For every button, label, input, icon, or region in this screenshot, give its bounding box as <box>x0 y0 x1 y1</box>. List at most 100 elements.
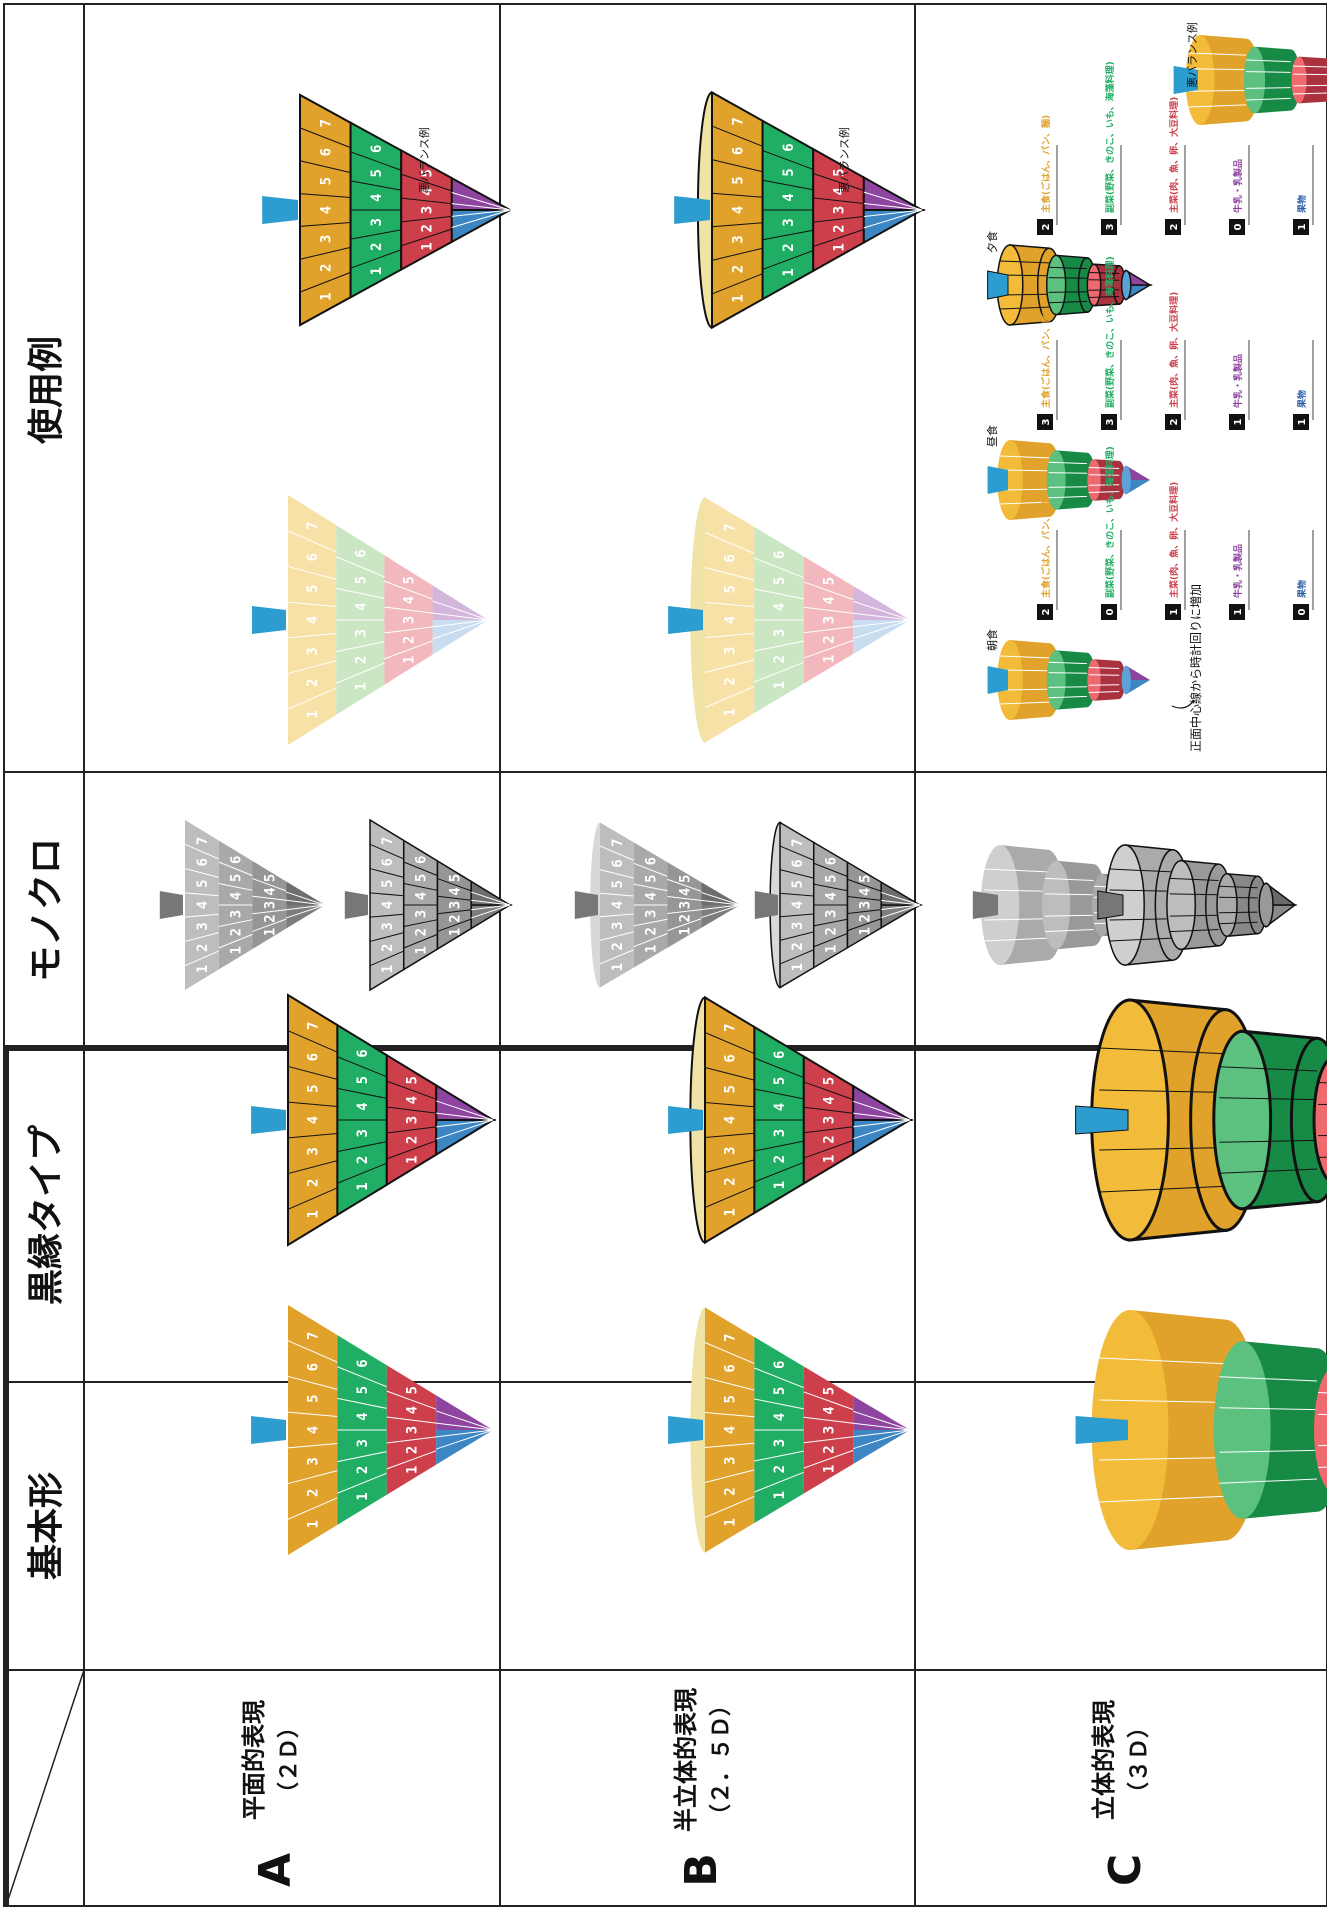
number-label: 5 <box>677 875 693 883</box>
number-label: 1 <box>821 1155 837 1163</box>
water-handle <box>755 891 778 919</box>
number-label: 2 <box>305 679 321 687</box>
number-label: 7 <box>318 119 334 127</box>
number-label: 2 <box>404 1136 420 1144</box>
number-label: 2 <box>447 914 463 922</box>
number-label: 1 <box>832 243 848 251</box>
water-handle <box>1076 1416 1128 1444</box>
number-label: 4 <box>857 888 873 896</box>
segment-fruit <box>853 1086 910 1120</box>
number-label: 7 <box>790 839 806 847</box>
segment-dairy <box>853 1430 910 1464</box>
number-label: 3 <box>420 206 436 214</box>
tier-line <box>1246 72 1291 73</box>
number-label: 6 <box>414 856 430 864</box>
number-label: 1 <box>824 945 840 953</box>
number-label: 5 <box>306 1394 322 1402</box>
tier-line <box>1049 278 1087 279</box>
bad-balance-label-b: 悪バランス例 <box>837 127 851 193</box>
segment-dairy <box>436 1430 493 1465</box>
count-value: 1 <box>1169 608 1180 615</box>
row-sub-b: （２．５Ｄ） <box>709 1694 734 1826</box>
number-label: 6 <box>229 856 245 864</box>
number-label: 4 <box>723 1426 739 1434</box>
fig-c-breakfast <box>988 640 1150 720</box>
number-label: 2 <box>420 224 436 232</box>
number-label: 5 <box>404 1386 420 1394</box>
row-labels: A 平面的表現 （２Ｄ） B 半立体的表現 （２．５Ｄ） C 立体的表現 （３Ｄ… <box>240 1688 1152 1887</box>
number-label: 4 <box>229 892 245 900</box>
number-label: 4 <box>723 1116 739 1124</box>
number-label: 2 <box>610 942 626 950</box>
number-label: 4 <box>401 596 417 604</box>
number-label: 5 <box>821 577 837 585</box>
number-label: 3 <box>305 647 321 655</box>
number-label: 3 <box>772 1439 788 1447</box>
number-label: 4 <box>447 887 463 895</box>
water-handle <box>575 891 598 919</box>
number-label: 6 <box>306 1053 322 1061</box>
number-label: 2 <box>772 1155 788 1163</box>
number-label: 1 <box>610 963 626 971</box>
count-value: 0 <box>1105 608 1116 615</box>
segment-fruit <box>864 177 922 210</box>
number-label: 3 <box>821 1116 837 1124</box>
number-label: 4 <box>355 1412 371 1420</box>
number-label: 5 <box>610 880 626 888</box>
water-handle <box>668 1106 703 1134</box>
number-label: 4 <box>730 206 746 214</box>
number-label: 1 <box>355 1492 371 1500</box>
number-label: 1 <box>447 928 463 936</box>
segment-fruit <box>452 178 510 210</box>
number-label: 3 <box>610 922 626 930</box>
meal-breakfast: 朝食 <box>985 629 999 651</box>
number-label: 2 <box>723 677 739 685</box>
number-label: 3 <box>772 1129 788 1137</box>
bad-balance-label-c: 悪バランス例 <box>1185 22 1199 88</box>
number-label: 4 <box>821 1406 837 1414</box>
number-label: 6 <box>353 549 369 557</box>
legend-label: 主菜(肉、魚、卵、大豆料理) <box>1168 292 1180 408</box>
tier-top <box>1087 459 1100 501</box>
number-label: 3 <box>195 922 211 930</box>
number-label: 1 <box>404 1466 420 1474</box>
fig-a-usage-bad: 123456712345612345 <box>262 95 510 325</box>
count-value: 1 <box>1233 608 1244 615</box>
number-label: 5 <box>305 584 321 592</box>
header-basic: 基本形 <box>26 1472 67 1580</box>
number-label: 2 <box>821 1445 837 1453</box>
number-label: 5 <box>723 585 739 593</box>
cone-top <box>1122 466 1131 495</box>
number-label: 6 <box>730 147 746 155</box>
fig-b-usage-bad: 123456712345612345 <box>674 93 922 328</box>
segment-fruit <box>433 585 488 620</box>
number-label: 2 <box>772 1465 788 1473</box>
number-label: 2 <box>821 1135 837 1143</box>
number-label: 6 <box>355 1359 371 1367</box>
number-label: 6 <box>644 857 660 865</box>
number-label: 3 <box>355 1439 371 1447</box>
number-label: 5 <box>369 169 385 177</box>
number-label: 7 <box>723 1333 739 1341</box>
water-handle <box>973 891 998 919</box>
tier-top <box>1047 255 1066 314</box>
water-handle <box>160 891 183 919</box>
number-label: 5 <box>772 1387 788 1395</box>
segment-dairy <box>436 1120 493 1155</box>
number-label: 2 <box>644 927 660 935</box>
row-sub-a: （２Ｄ） <box>277 1716 302 1804</box>
number-label: 4 <box>195 901 211 909</box>
tier-top <box>1214 1341 1271 1519</box>
number-label: 5 <box>824 874 840 882</box>
number-label: 1 <box>857 927 873 935</box>
number-label: 6 <box>723 554 739 562</box>
water-handle <box>668 1416 703 1444</box>
legend-label: 果物 <box>1296 390 1308 409</box>
number-label: 1 <box>772 681 788 689</box>
segment-fruit <box>853 1396 910 1430</box>
header-usage: 使用例 <box>26 336 67 444</box>
number-label: 3 <box>824 910 840 918</box>
segment-fruit <box>436 1085 493 1120</box>
number-label: 5 <box>318 177 334 185</box>
number-label: 1 <box>723 708 739 716</box>
